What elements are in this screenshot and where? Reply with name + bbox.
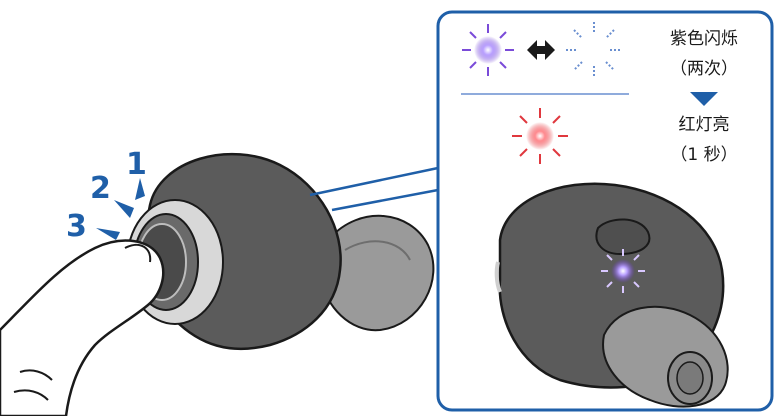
legend-red-light-label: 红灯亮 <box>679 115 730 135</box>
callout-line-top <box>310 168 438 195</box>
legend-one-second-label: （1 秒） <box>670 145 737 165</box>
legend-purple-flash-label: 紫色闪烁 <box>670 29 738 49</box>
left-earbud-illustration <box>127 154 433 349</box>
step-2-label: 2 <box>90 171 111 206</box>
step-2-tick-icon <box>114 200 134 218</box>
step-3-label: 3 <box>66 209 87 244</box>
red-flash-icon <box>512 108 568 164</box>
finger-illustration <box>0 241 163 416</box>
earbud-purple-indicator-icon <box>601 249 645 293</box>
callout-line-bottom <box>332 190 438 210</box>
legend-twice-label: （两次） <box>670 59 738 79</box>
step-3-tick-icon <box>96 228 120 240</box>
step-1-label: 1 <box>126 147 147 182</box>
